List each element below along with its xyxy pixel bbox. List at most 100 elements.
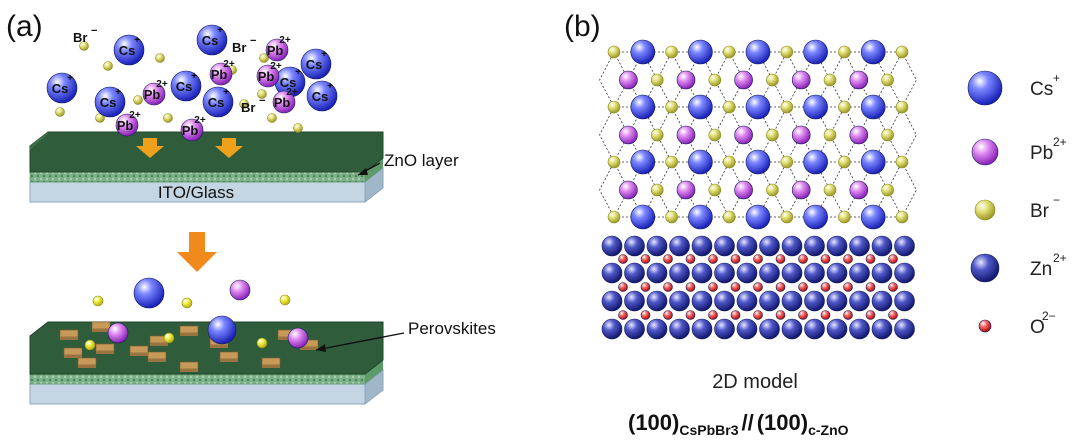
o-ion [730, 254, 741, 264]
top-film-surface [29, 131, 384, 173]
zn-ion [736, 318, 758, 340]
br-ion [838, 155, 851, 169]
pb-ion [107, 322, 129, 344]
zn-ion [894, 318, 915, 340]
o-ion [888, 310, 898, 320]
formula-left-sub: CsPbBr3 [679, 422, 738, 438]
zn-ion [849, 262, 870, 284]
br-ion [607, 45, 621, 59]
brb-ion [92, 295, 104, 307]
perovskite-crystal [63, 347, 83, 358]
br-ion [650, 128, 664, 142]
pb-ion [619, 125, 638, 145]
cs-ion [630, 204, 656, 230]
cs-ion: Cs+ [202, 86, 234, 118]
cs-ion: Cs+ [300, 48, 332, 80]
pb-ion-charge: 2+ [156, 79, 168, 90]
cs-ion: Cs+ [94, 86, 126, 118]
legend-item-br: Br− [974, 193, 1060, 222]
zn-ion [781, 235, 803, 257]
br-ion [838, 210, 851, 224]
zn-ion [894, 290, 915, 312]
o-ion [685, 282, 696, 292]
br-ion [708, 73, 722, 87]
pb-ion-charge: 2+ [223, 59, 235, 70]
br-ion [708, 183, 722, 197]
o-ion [663, 282, 673, 292]
br-ion [155, 53, 165, 63]
o-ion [708, 254, 718, 264]
o-ion [820, 310, 831, 320]
zn-ion [849, 235, 870, 257]
cs-ion [803, 149, 828, 175]
br-ion [881, 183, 894, 197]
zn-ion [601, 262, 623, 284]
pb-ion: Pb2+ [115, 110, 141, 137]
br-ion [780, 100, 794, 114]
o-ion [618, 310, 628, 320]
o-ion [685, 254, 696, 264]
o-ion [618, 254, 628, 264]
pb-ion: Pb2+ [265, 35, 291, 62]
br-ion [780, 210, 794, 224]
br-ion-label: Br [241, 100, 255, 115]
brb-ion [181, 297, 193, 309]
zn-ion [714, 235, 735, 257]
pb-ion-label: Pb [267, 43, 284, 58]
cs-ion [688, 149, 713, 175]
cs-ion: Cs+ [113, 34, 145, 66]
cs-ion-charge: + [134, 35, 140, 46]
br-ion [665, 45, 678, 59]
br-ion [79, 41, 89, 51]
cs-ion [745, 39, 771, 65]
br-ion [722, 210, 736, 224]
cs-ion-charge: + [217, 25, 223, 36]
o-ion [888, 282, 898, 292]
pb-ion [849, 180, 869, 200]
br-ion [766, 73, 779, 87]
o-ion [640, 254, 651, 264]
o-ion [978, 319, 992, 333]
arrow-down-icon [215, 138, 243, 158]
br-ion [239, 99, 249, 109]
pb-ion [791, 125, 811, 145]
perovskite-crystal [129, 345, 149, 356]
o-ion [843, 282, 853, 292]
perovskites-label: Perovskites [408, 319, 496, 338]
cs-ion [803, 94, 828, 120]
zn-ion [691, 262, 713, 284]
formula-separator: // [742, 410, 754, 435]
o-ion [640, 310, 651, 320]
zn-ion [624, 235, 645, 257]
cs-ion-charge: + [295, 67, 301, 78]
cs-ion-charge: + [191, 71, 197, 82]
o-ion [775, 282, 786, 292]
legend-item-zn: Zn2+ [970, 251, 1067, 283]
br-ion [103, 61, 113, 71]
zn-ion [669, 262, 690, 284]
cs-ion [745, 149, 771, 175]
cs-ion [860, 149, 886, 175]
o-ion [775, 310, 786, 320]
o-ion [798, 254, 808, 264]
o-ion [663, 310, 673, 320]
pb-ion [676, 70, 696, 90]
zn-ion [691, 290, 713, 312]
top-stack: ITO/Glass [29, 131, 384, 204]
pb-ion: Pb2+ [180, 115, 206, 142]
pb-ion [849, 70, 869, 90]
pb-ion: Pb2+ [272, 87, 298, 114]
zn-ion [714, 262, 735, 284]
model-caption: 2D model [712, 371, 798, 393]
br-ion [708, 128, 722, 142]
zn-ion [871, 318, 893, 340]
perovskite-crystal [147, 351, 167, 362]
br-ion-label: Br [232, 40, 246, 55]
legend-ion-charge: 2+ [1053, 251, 1067, 265]
pb-ion [791, 70, 811, 90]
zno-layer-label: ZnO layer [384, 151, 459, 170]
cs-ion [207, 315, 237, 345]
zn-ion [759, 290, 780, 312]
substrate-label: ITO/Glass [158, 183, 234, 202]
perovskite-crystal [91, 321, 111, 332]
